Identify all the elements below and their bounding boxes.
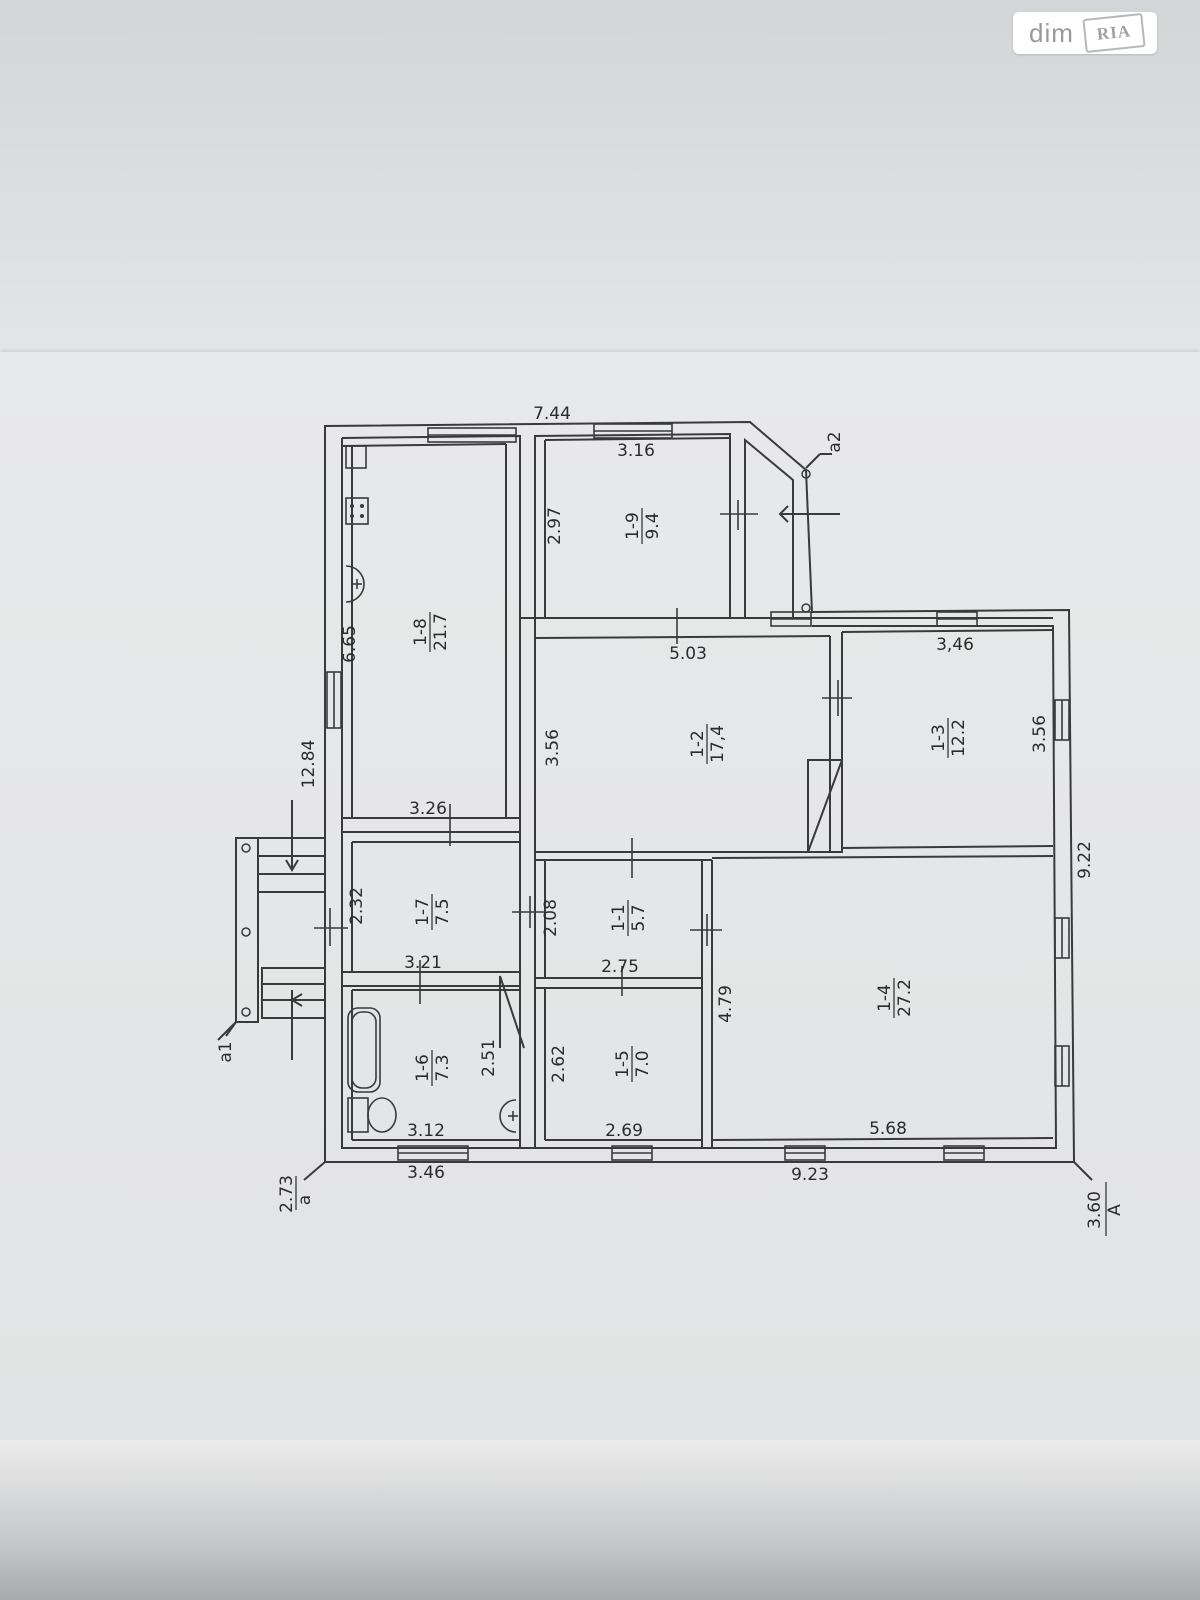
- dim-7-44: 7.44: [533, 404, 571, 424]
- svg-text:7.3: 7.3: [433, 1054, 453, 1081]
- svg-text:7.0: 7.0: [633, 1050, 653, 1077]
- dim-3-46-top: 3,46: [936, 635, 974, 655]
- interior-walls: [341, 437, 1054, 1148]
- marker-a1: a1: [216, 1041, 236, 1062]
- watermark-text: dim: [1029, 17, 1074, 48]
- room-1-7: 1-7 7.5: [413, 894, 453, 930]
- room-1-2: 1-2 17,4: [688, 724, 728, 764]
- room-1-6: 1-6 7.3: [413, 1050, 453, 1086]
- svg-text:27.2: 27.2: [895, 979, 915, 1017]
- svg-text:1-8: 1-8: [411, 618, 431, 646]
- dim-9-22: 9.22: [1075, 841, 1095, 879]
- dimension-labels: 7.44 3.16 5.03 3,46 3.26 3.21 2.75 3.12 …: [299, 404, 1095, 1185]
- room-labels: 1-1 5.7 1-2 17,4 1-3 12.2 1-4 27.2 1-5 7…: [411, 508, 969, 1086]
- room-1-3: 1-3 12.2: [929, 718, 969, 758]
- svg-text:1-3: 1-3: [929, 724, 949, 752]
- paper-background-bottom: [0, 1440, 1200, 1600]
- room-1-5: 1-5 7.0: [613, 1046, 653, 1082]
- room-1-4: 1-4 27.2: [875, 978, 915, 1018]
- svg-text:21.7: 21.7: [431, 613, 451, 651]
- dim-3-21: 3.21: [404, 953, 442, 973]
- dim-5-03: 5.03: [669, 644, 707, 664]
- marker-A: A 3.60: [1085, 1182, 1125, 1236]
- svg-text:1-2: 1-2: [688, 730, 708, 758]
- plan-sheet: [0, 352, 1200, 1442]
- marker-a2: a2: [825, 431, 845, 452]
- dim-2-08: 2.08: [541, 899, 561, 937]
- dim-5-68: 5.68: [869, 1119, 907, 1139]
- watermark-badge: dim RIA: [1013, 12, 1157, 54]
- dim-2-32: 2.32: [347, 887, 367, 925]
- doors: [314, 500, 852, 1004]
- dim-3-56-right: 3.56: [1030, 715, 1050, 753]
- svg-text:1-9: 1-9: [623, 512, 643, 540]
- dim-4-79: 4.79: [716, 985, 736, 1023]
- dim-2-62: 2.62: [549, 1045, 569, 1083]
- svg-text:5.7: 5.7: [629, 904, 649, 931]
- dim-2-97: 2.97: [545, 507, 565, 545]
- dim-3-12: 3.12: [407, 1121, 445, 1141]
- windows: [326, 423, 1070, 1161]
- marker-a: a 2.73: [277, 1175, 315, 1213]
- svg-text:A: A: [1105, 1204, 1125, 1216]
- dim-12-84: 12.84: [299, 740, 319, 789]
- exterior-walls: [324, 420, 1076, 1163]
- fixtures: [345, 445, 518, 1133]
- dim-9-23: 9.23: [791, 1165, 829, 1185]
- svg-text:17,4: 17,4: [708, 725, 728, 763]
- room-1-9: 1-9 9.4: [623, 508, 663, 544]
- svg-text:a: a: [295, 1195, 315, 1205]
- svg-text:7.5: 7.5: [433, 898, 453, 925]
- dim-2-51: 2.51: [479, 1039, 499, 1077]
- entrance-porch-a1: [225, 800, 326, 1060]
- svg-text:3.60: 3.60: [1085, 1191, 1105, 1229]
- fixture-dots: [241, 469, 811, 1017]
- elevation-markers: a2 a1 a 2.73 A 3.60: [216, 431, 1125, 1236]
- dim-3-16: 3.16: [617, 441, 655, 461]
- room-1-1: 1-1 5.7: [609, 900, 649, 936]
- room-1-8: 1-8 21.7: [411, 612, 451, 652]
- svg-text:1-4: 1-4: [875, 984, 895, 1012]
- svg-text:1-5: 1-5: [613, 1050, 633, 1078]
- dim-3-56-left: 3.56: [543, 729, 563, 767]
- svg-text:1-1: 1-1: [609, 904, 629, 932]
- entrance-porch-a2: [778, 453, 840, 523]
- dim-3-26: 3.26: [409, 799, 447, 819]
- dim-3-46-bottom: 3.46: [407, 1163, 445, 1183]
- svg-text:1-7: 1-7: [413, 898, 433, 926]
- dim-2-69: 2.69: [605, 1121, 643, 1141]
- dim-6-65: 6.65: [340, 625, 360, 663]
- svg-text:2.73: 2.73: [277, 1175, 297, 1213]
- svg-text:9.4: 9.4: [643, 512, 663, 539]
- svg-text:12.2: 12.2: [949, 719, 969, 757]
- svg-text:1-6: 1-6: [413, 1054, 433, 1082]
- dim-2-75: 2.75: [601, 957, 639, 977]
- paper-background-top: [0, 0, 1200, 360]
